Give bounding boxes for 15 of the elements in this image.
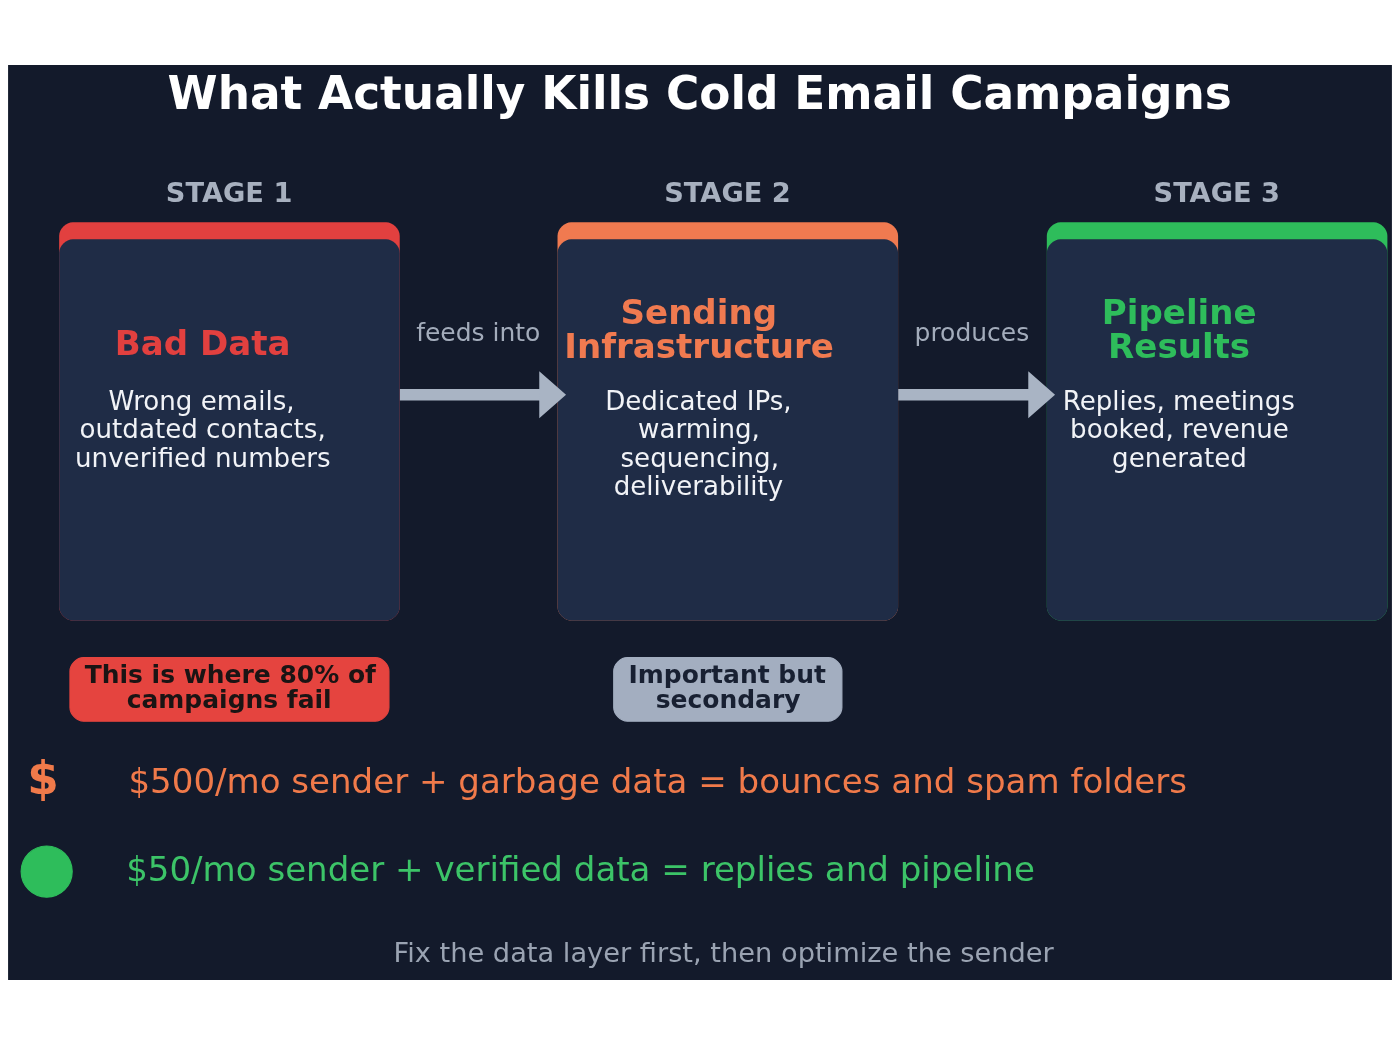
node-label: STAGE 2 <box>664 177 791 209</box>
arrow <box>399 371 567 419</box>
arrow <box>898 371 1056 419</box>
label: $50/mo sender + verified data = replies and pipeline <box>126 848 1035 889</box>
diagram-title: What Actually Kills Cold Email Campaigns <box>167 67 1232 121</box>
label: $ <box>27 751 59 805</box>
caption: Fix the data layer first, then optimize the sender <box>393 937 1054 969</box>
edge-label: feeds into <box>416 317 541 347</box>
node-box: Important but secondary <box>613 657 843 722</box>
label: $500/mo sender + garbage data = bounces and spam folders <box>128 760 1188 801</box>
edge-label: produces <box>914 317 1030 347</box>
node-circle <box>20 845 73 898</box>
node-label: STAGE 1 <box>165 177 293 209</box>
node-label: STAGE 3 <box>1153 177 1281 209</box>
node-box: This is where 80% of campaigns fail <box>69 657 390 722</box>
